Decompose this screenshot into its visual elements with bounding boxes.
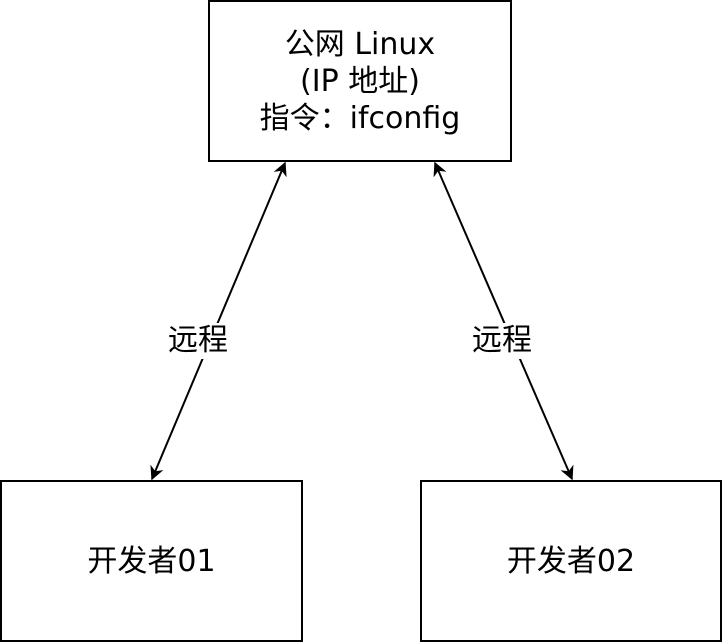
developer-02-label: 开发者02	[506, 543, 636, 579]
edge-label-left: 远程	[166, 323, 230, 359]
edge-dev1-server	[150, 161, 287, 481]
server-title: 公网 Linux	[284, 26, 436, 62]
developer-01-label: 开发者01	[87, 543, 216, 579]
edge-label-right: 远程	[470, 323, 534, 359]
developer-02-node[interactable]: 开发者02	[420, 480, 722, 642]
server-node[interactable]: 公网 Linux (IP 地址) 指令：ifconfig	[208, 0, 512, 162]
server-command: 指令：ifconfig	[259, 100, 461, 136]
server-ip: (IP 地址)	[300, 63, 420, 99]
edge-dev2-server	[433, 161, 574, 481]
developer-01-node[interactable]: 开发者01	[0, 480, 303, 642]
